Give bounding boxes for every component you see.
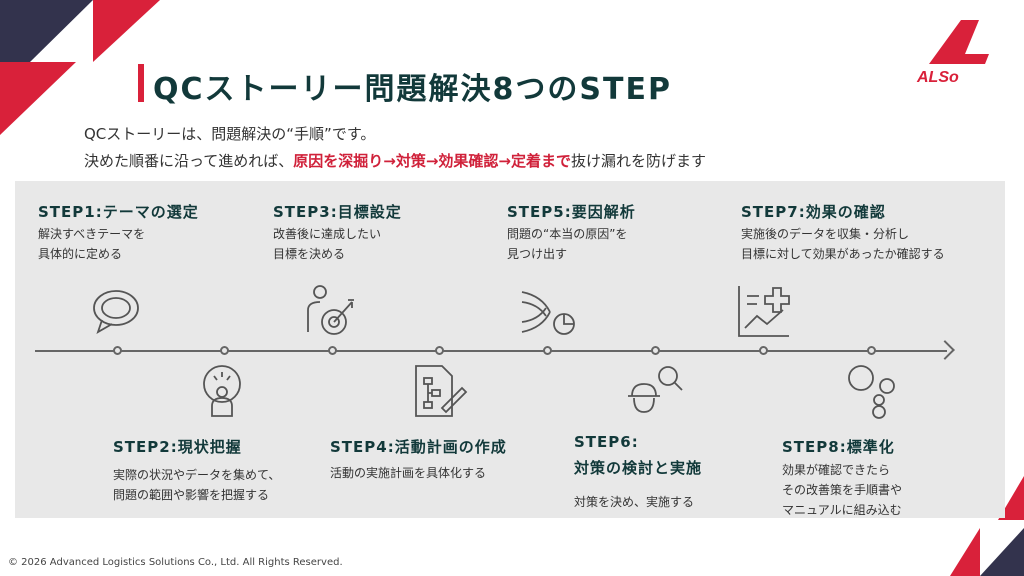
desc-line: 見つけ出す [507,247,568,261]
intro-text: 抜け漏れを防げます [570,152,706,170]
step5-desc: 問題の“本当の原因”を見つけ出す [507,224,627,264]
intro-emphasis: 原因を深掘り→対策→効果確認→定着まで [293,152,571,170]
timeline-dot [651,346,660,355]
bubbles-icon [843,362,903,422]
desc-line: 効果が確認できたら [782,463,891,477]
desc-line: 目標を決める [273,247,346,261]
timeline-dot [328,346,337,355]
page-title: QCストーリー問題解決8つのSTEP [153,72,672,107]
intro-line-2: 決めた順番に沿って進めれば、原因を深掘り→対策→効果確認→定着まで抜け漏れを防げ… [84,150,706,171]
step2-desc: 実際の状況やデータを集めて、問題の範囲や影響を把握する [113,465,280,505]
corner-decoration [0,0,160,135]
step7-title: STEP7:効果の確認 [741,203,886,221]
step3-title: STEP3:目標設定 [273,203,402,221]
timeline-dot [867,346,876,355]
logo: ALSo [915,14,995,86]
plan-document-icon [410,362,470,422]
desc-line: マニュアルに組み込む [782,503,902,517]
step5-title: STEP5:要因解析 [507,203,636,221]
steps-panel [15,181,1005,518]
timeline [35,350,947,352]
desc-line: 具体的に定める [38,247,123,261]
desc-line: 目標に対して効果があったか確認する [741,247,945,261]
step1-desc: 解決すべきテーマを具体的に定める [38,224,145,264]
timeline-dot [435,346,444,355]
title-accent-bar [138,64,144,102]
desc-line: 実際の状況やデータを集めて、 [113,468,281,482]
timeline-dot [759,346,768,355]
person-thinking-icon [192,362,252,422]
step8-title: STEP8:標準化 [782,438,895,456]
desc-line: 問題の範囲や影響を把握する [113,488,270,502]
analysis-icon [518,282,578,342]
step1-title: STEP1:テーマの選定 [38,203,199,221]
svg-text:ALSo: ALSo [916,69,959,84]
step4-title: STEP4:活動計画の作成 [330,438,507,456]
desc-line: 問題の“本当の原因”を [507,227,628,241]
timeline-dot [543,346,552,355]
step6-title: STEP6: [574,433,639,451]
step8-desc: 効果が確認できたらその改善策を手順書やマニュアルに組み込む [782,460,902,520]
step4-desc: 活動の実施計画を具体化する [330,466,487,480]
timeline-dot [113,346,122,355]
desc-line: 改善後に達成したい [273,227,382,241]
step3-desc: 改善後に達成したい目標を決める [273,224,381,264]
copyright: © 2026 Advanced Logistics Solutions Co.,… [8,557,343,568]
step7-desc: 実施後のデータを収集・分析し目標に対して効果があったか確認する [741,224,945,264]
step6-title-line2: 対策の検討と実施 [574,459,703,477]
speech-bubble-icon [86,282,146,342]
step2-title: STEP2:現状把握 [113,438,242,456]
worker-search-icon [624,362,684,422]
desc-line: その改善策を手順書や [782,483,903,497]
chart-plus-icon [733,282,793,342]
timeline-dot [220,346,229,355]
intro-line-1: QCストーリーは、問題解決の“手順”です。 [84,125,376,143]
desc-line: 実施後のデータを収集・分析し [741,227,910,241]
intro-text: 決めた順番に沿って進めれば、 [84,152,294,170]
desc-line: 解決すべきテーマを [38,227,146,241]
step6-desc: 対策を決め、実施する [574,495,695,509]
target-icon [300,282,360,342]
